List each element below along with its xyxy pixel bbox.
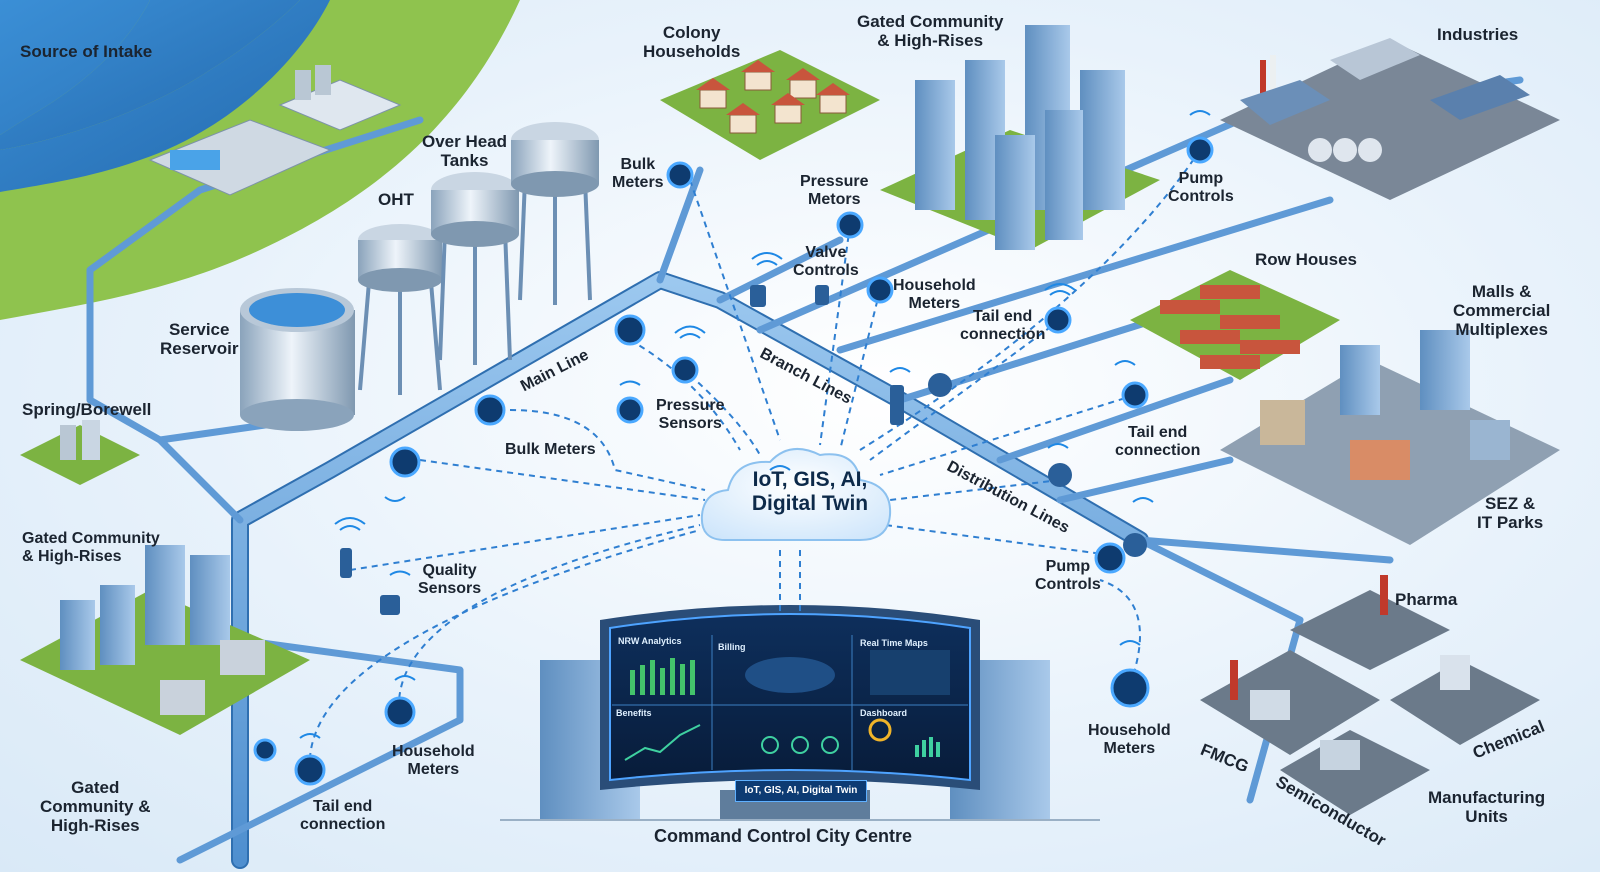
malls-sez bbox=[1220, 330, 1560, 545]
label-tail-end-right: Tail end connection bbox=[1115, 424, 1201, 459]
industrial-zone bbox=[1200, 575, 1540, 815]
river bbox=[0, 0, 330, 192]
label-oht: OHT bbox=[378, 190, 414, 209]
label-malls: Malls & Commercial Multiplexes bbox=[1453, 282, 1551, 340]
label-spring-borewell: Spring/Borewell bbox=[22, 400, 152, 419]
colony-households bbox=[660, 50, 880, 160]
panel-billing: Billing bbox=[718, 642, 746, 652]
highrise-top bbox=[880, 25, 1160, 250]
screen-banner: IoT, GIS, AI, Digital Twin bbox=[735, 780, 867, 802]
label-over-head-tanks: Over Head Tanks bbox=[422, 132, 508, 171]
command-centre-building bbox=[500, 605, 1100, 821]
label-pressure-metors: Pressure Metors bbox=[800, 173, 869, 208]
gated-community-bottom bbox=[20, 545, 310, 735]
sensor-badges bbox=[253, 110, 1214, 786]
label-gated-left: Gated Community & High-Rises bbox=[22, 530, 160, 565]
label-pharma: Pharma bbox=[1395, 590, 1458, 609]
label-gated-bottom: Gated Community & High-Rises bbox=[40, 778, 151, 836]
panel-benefits: Benefits bbox=[616, 708, 652, 718]
label-bulk-meters-top: Bulk Meters bbox=[612, 156, 664, 191]
panel-nrw-analytics: NRW Analytics bbox=[618, 636, 682, 646]
label-source-intake: Source of Intake bbox=[20, 42, 153, 61]
label-pressure-sensors: Pressure Sensors bbox=[656, 397, 725, 432]
treatment-plant bbox=[148, 65, 402, 196]
panel-dashboard: Dashboard bbox=[860, 708, 908, 718]
command-centre-title: Command Control City Centre bbox=[654, 826, 913, 846]
label-pump-controls-mid: Pump Controls bbox=[1035, 558, 1101, 593]
row-houses bbox=[1130, 270, 1340, 380]
label-gated-top: Gated Community & High-Rises bbox=[857, 12, 1004, 51]
label-quality-sensors: Quality Sensors bbox=[418, 562, 482, 597]
service-reservoir bbox=[240, 288, 355, 431]
label-row-houses: Row Houses bbox=[1255, 250, 1358, 269]
label-tail-end-bottom: Tail end connection bbox=[300, 798, 386, 833]
label-household-meters-right: Household Meters bbox=[1088, 722, 1171, 757]
label-tail-end-top: Tail end connection bbox=[960, 308, 1046, 343]
label-household-meters-bottom: Household Meters bbox=[392, 743, 475, 778]
label-industries: Industries bbox=[1437, 25, 1519, 44]
cloud-hub bbox=[700, 447, 892, 541]
label-manufacturing: Manufacturing Units bbox=[1428, 788, 1546, 827]
overhead-tanks bbox=[358, 122, 599, 395]
label-bulk-meters-mid: Bulk Meters bbox=[505, 441, 596, 458]
valves-pumps bbox=[340, 285, 1147, 615]
borewell-site bbox=[20, 420, 140, 485]
label-sez: SEZ & IT Parks bbox=[1477, 494, 1544, 533]
panel-real-time-maps: Real Time Maps bbox=[860, 638, 928, 648]
label-service-reservoir: Service Reservoir bbox=[160, 320, 239, 359]
label-valve-controls: Valve Controls bbox=[793, 244, 859, 279]
label-household-meters-top: Household Meters bbox=[893, 277, 976, 312]
label-pump-controls-top: Pump Controls bbox=[1168, 170, 1234, 205]
label-colony-households: Colony Households bbox=[643, 23, 741, 62]
industries-cluster bbox=[1220, 38, 1560, 200]
cloud-hub-label: IoT, GIS, AI, Digital Twin bbox=[751, 468, 869, 516]
